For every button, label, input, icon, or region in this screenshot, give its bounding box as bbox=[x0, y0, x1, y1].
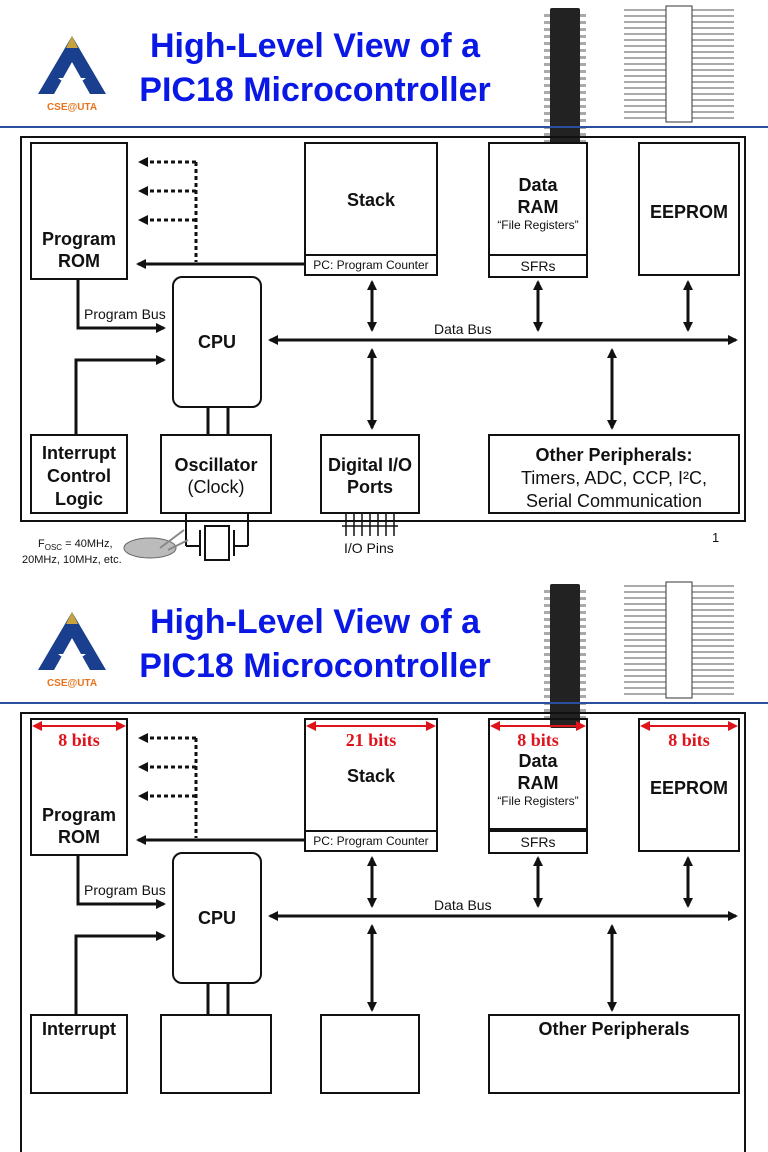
data-ram-block: Data RAM “File Registers” bbox=[488, 718, 588, 830]
stack-block: Stack bbox=[304, 142, 438, 276]
other-peripherals-line-2: Serial Communication bbox=[525, 491, 703, 511]
diagram-connections bbox=[74, 157, 738, 561]
cpu-block: CPU bbox=[172, 852, 262, 984]
uta-logo: CSE@UTA bbox=[34, 610, 110, 692]
diagram-frame bbox=[20, 136, 746, 522]
data-ram-label: Data RAM bbox=[517, 175, 559, 217]
data-ram-bits: 8 bits bbox=[517, 730, 559, 750]
uta-logo: CSE@UTA bbox=[34, 34, 110, 116]
fosc-note: FOSC = 40MHz, 20MHz, 10MHz, etc. bbox=[22, 538, 122, 567]
dip-chip-photo bbox=[542, 582, 588, 730]
clock-label: (Clock) bbox=[187, 477, 245, 497]
eeprom-bits: 8 bits bbox=[668, 730, 710, 750]
svg-text:CSE@UTA: CSE@UTA bbox=[47, 678, 97, 689]
interrupt-control-block: Interrupt Control Logic bbox=[30, 434, 128, 514]
program-rom-block: Program ROM bbox=[30, 142, 128, 280]
program-rom-block: Program ROM bbox=[30, 718, 128, 856]
other-peripherals-block: Other Peripherals bbox=[488, 1014, 740, 1094]
data-ram-block: Data RAM “File Registers” bbox=[488, 142, 588, 276]
other-peripherals-block: Other Peripherals: Timers, ADC, CCP, I²C… bbox=[488, 434, 740, 514]
pinout-diagram bbox=[594, 4, 768, 124]
program-bus-label: Program Bus bbox=[84, 882, 166, 898]
slide-2: CSE@UTA High-Level View of a PIC18 Micro… bbox=[0, 576, 768, 1152]
title-line-1: High-Level View of a bbox=[149, 27, 480, 65]
oscillator-label: Oscillator bbox=[174, 455, 258, 475]
io-pins-label: I/O Pins bbox=[344, 540, 394, 556]
pc-block: PC: Program Counter bbox=[304, 254, 438, 276]
file-registers-label: “File Registers” bbox=[497, 794, 579, 808]
svg-text:CSE@UTA: CSE@UTA bbox=[47, 102, 97, 113]
data-ram-label: Data RAM bbox=[517, 751, 559, 793]
other-peripherals-title: Other Peripherals: bbox=[535, 445, 693, 465]
diagram-connections bbox=[32, 721, 738, 1024]
other-peripherals-line-1: Timers, ADC, CCP, I²C, bbox=[520, 468, 708, 488]
slide-title: High-Level View of a PIC18 Microcontroll… bbox=[110, 24, 520, 112]
title-line-2: PIC18 Microcontroller bbox=[139, 71, 491, 109]
data-bus-label: Data Bus bbox=[434, 897, 492, 913]
pc-block: PC: Program Counter bbox=[304, 830, 438, 852]
stack-bits: 21 bits bbox=[345, 730, 397, 750]
oscillator-block bbox=[160, 1014, 272, 1094]
file-registers-label: “File Registers” bbox=[497, 218, 579, 232]
eeprom-block: EEPROM bbox=[638, 718, 740, 852]
slide-1: CSE@UTA High-Level View of a PIC18 Micro… bbox=[0, 4, 768, 567]
eeprom-block: EEPROM bbox=[638, 142, 740, 276]
pinout-diagram bbox=[594, 580, 768, 700]
slide-title: High-Level View of a PIC18 Microcontroll… bbox=[110, 600, 520, 688]
sfrs-block: SFRs bbox=[488, 830, 588, 854]
page-number: 1 bbox=[712, 530, 720, 545]
title-rule bbox=[0, 702, 768, 704]
title-rule bbox=[0, 126, 768, 128]
dip-chip-photo bbox=[542, 6, 588, 154]
title-line-1: High-Level View of a bbox=[149, 603, 480, 641]
data-bus-label: Data Bus bbox=[434, 321, 492, 337]
program-bus-label: Program Bus bbox=[84, 306, 166, 322]
digital-io-block: Digital I/O Ports bbox=[320, 434, 420, 514]
diagram-frame bbox=[20, 712, 746, 1152]
title-line-2: PIC18 Microcontroller bbox=[139, 647, 491, 685]
oscillator-block: Oscillator (Clock) bbox=[160, 434, 272, 514]
cpu-block: CPU bbox=[172, 276, 262, 408]
digital-io-block bbox=[320, 1014, 420, 1094]
sfrs-block: SFRs bbox=[488, 254, 588, 278]
program-rom-bits: 8 bits bbox=[58, 730, 100, 750]
interrupt-control-block: Interrupt bbox=[30, 1014, 128, 1094]
